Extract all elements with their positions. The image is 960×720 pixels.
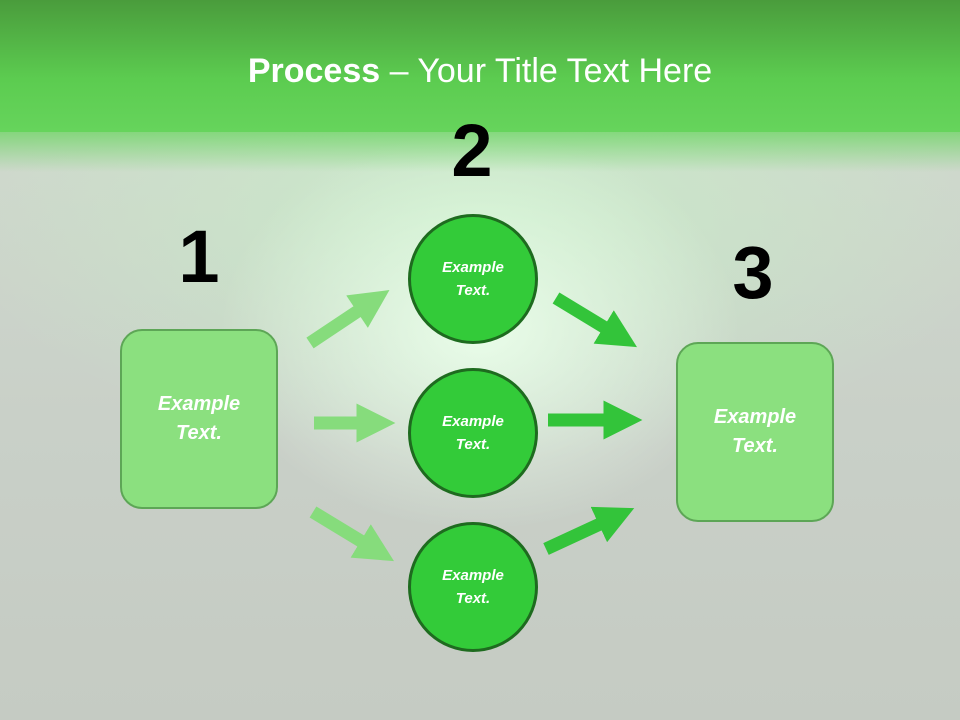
slide-title: Process – Your Title Text Here: [0, 52, 960, 91]
step-number-3: 3: [732, 231, 774, 314]
box-text-line1: Example: [713, 406, 797, 428]
circle-text-line2: Text.: [455, 282, 491, 299]
box-text-line2: Text.: [176, 422, 222, 444]
step-number-1: 1: [178, 215, 220, 298]
circle-text-line1: Example: [442, 413, 504, 430]
circle-text-line1: Example: [442, 259, 504, 276]
title-bold: Process: [247, 52, 381, 90]
title-rest: – Your Title Text Here: [380, 52, 713, 90]
box-text-line1: Example: [157, 393, 241, 415]
arrow-right-bottom: [543, 506, 635, 555]
circle-text-line2: Text.: [455, 590, 491, 607]
circle-text-line1: Example: [442, 567, 504, 584]
circle-text-line2: Text.: [455, 436, 491, 453]
box-text-line2: Text.: [732, 435, 778, 457]
title-band: [0, 0, 960, 172]
arrow-left-top: [306, 290, 390, 349]
step-number-2: 2: [451, 109, 493, 192]
arrow-left-bottom: [309, 506, 395, 562]
arrow-right-top: [552, 292, 638, 348]
